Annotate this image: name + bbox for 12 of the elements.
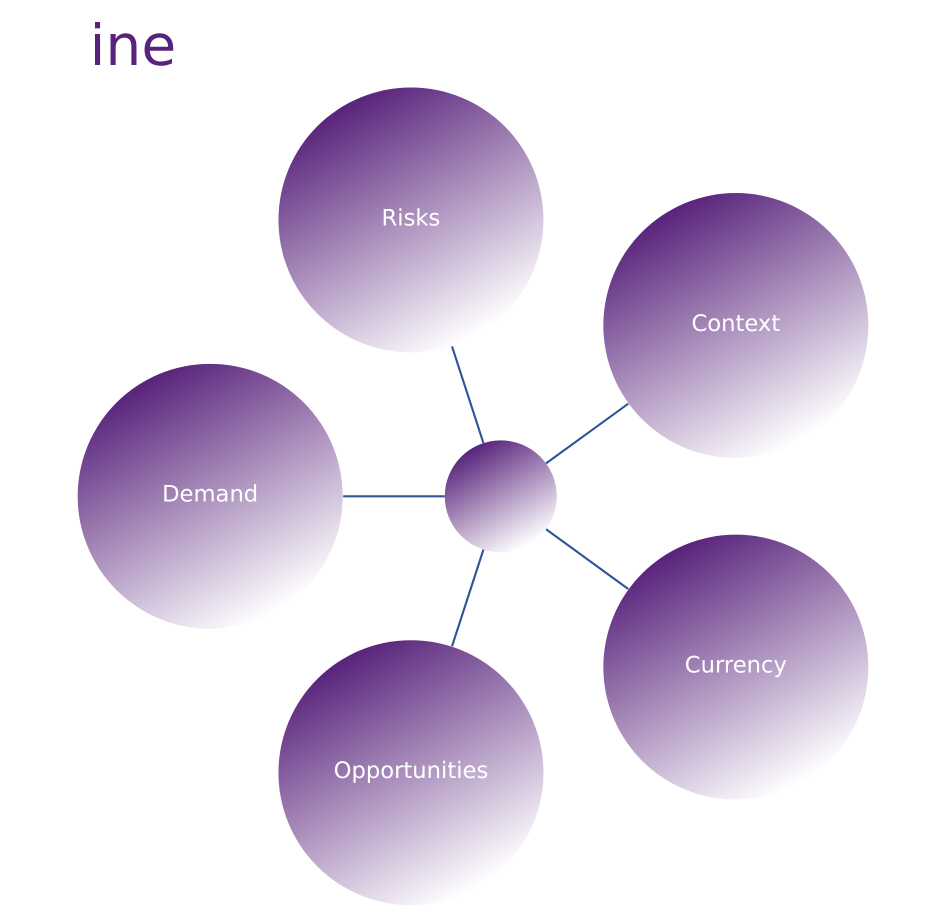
connector xyxy=(544,402,628,464)
node-circle: Demand xyxy=(77,364,342,629)
connector xyxy=(450,346,484,444)
node-circle: Currency xyxy=(602,534,868,800)
node-circle: Opportunities xyxy=(278,640,543,906)
connector xyxy=(544,528,628,590)
connector xyxy=(342,495,444,498)
diagram-title: ine xyxy=(89,12,176,79)
connector xyxy=(450,549,484,647)
node-circle: Risks xyxy=(278,87,543,352)
node-circle: Context xyxy=(602,193,868,458)
node-circle xyxy=(444,440,556,552)
